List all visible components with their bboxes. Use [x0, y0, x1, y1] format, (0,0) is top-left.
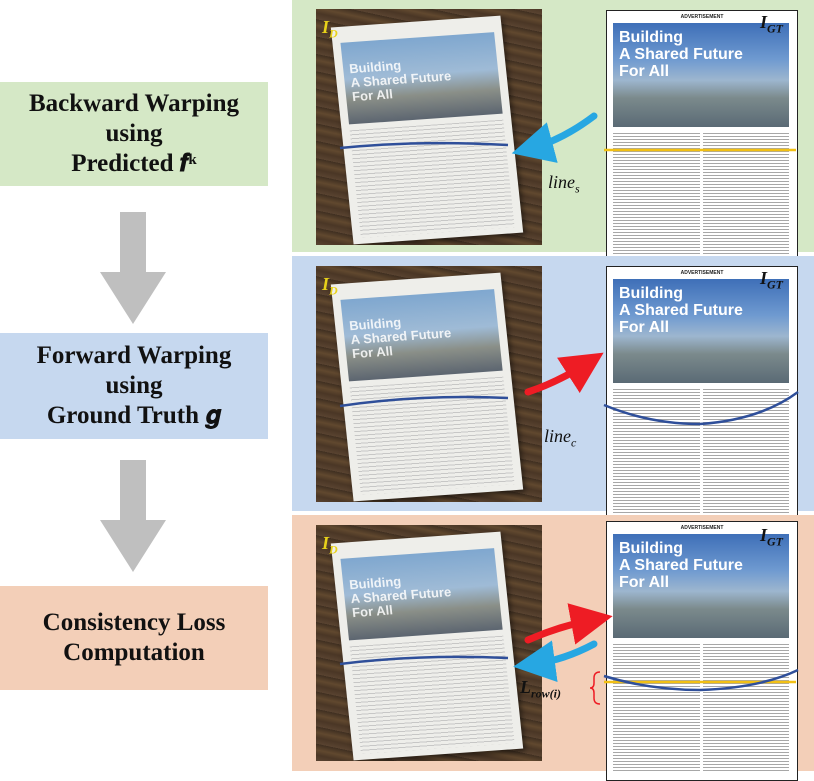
doc-title-line-1: Building	[619, 540, 683, 557]
down-arrow-icon	[100, 460, 166, 572]
stage-2-line-1: Forward Warping	[36, 342, 232, 369]
gt-label: IGT	[760, 525, 784, 549]
stage-1-line-3: Predicted 𝒇ᵏ	[71, 150, 197, 177]
photo-label: ID	[322, 533, 338, 557]
stage-1-line-1: Backward Warping	[29, 90, 239, 117]
doc-title-line-2: A Shared Future	[619, 557, 743, 574]
doc-title-line-3: For All	[619, 319, 670, 336]
advert-label: ADVERTISEMENT	[680, 14, 724, 20]
doc-title-line-1: Building	[619, 285, 683, 302]
gt-label: IGT	[760, 268, 784, 292]
stage-consistency-loss: Consistency Loss Computation	[0, 586, 268, 690]
stage-forward-warping: Forward Warping using Ground Truth 𝒈	[0, 333, 268, 439]
advert-label: ADVERTISEMENT	[680, 270, 724, 276]
photo-label: ID	[322, 274, 338, 298]
down-arrow-icon	[100, 212, 166, 324]
doc-title-line-2: A Shared Future	[619, 302, 743, 319]
line-c-label: linec	[544, 426, 577, 450]
ground-truth-document: ADVERTISEMENT Building A Shared Future F…	[606, 10, 798, 270]
stage-backward-warping: Backward Warping using Predicted 𝒇ᵏ	[0, 82, 268, 186]
row-loss-label: Lrow(i)	[520, 677, 561, 701]
advert-label: ADVERTISEMENT	[680, 525, 724, 531]
stage-3-line-2: Computation	[63, 639, 205, 666]
line-s-label: lines	[548, 172, 580, 196]
doc-title-line-2: A Shared Future	[619, 46, 743, 63]
gt-label: IGT	[760, 12, 784, 36]
stage-1-line-2: using	[105, 120, 163, 147]
doc-title-line-3: For All	[619, 63, 670, 80]
doc-title-line-3: For All	[619, 574, 670, 591]
stage-2-line-3: Ground Truth 𝒈	[46, 402, 222, 429]
stage-2-line-2: using	[105, 372, 163, 399]
stage-3-line-1: Consistency Loss	[42, 609, 226, 636]
ground-truth-document: ADVERTISEMENT Building A Shared Future F…	[606, 521, 798, 781]
photo-label: ID	[322, 17, 338, 41]
ground-truth-document: ADVERTISEMENT Building A Shared Future F…	[606, 266, 798, 526]
doc-title-line-1: Building	[619, 29, 683, 46]
